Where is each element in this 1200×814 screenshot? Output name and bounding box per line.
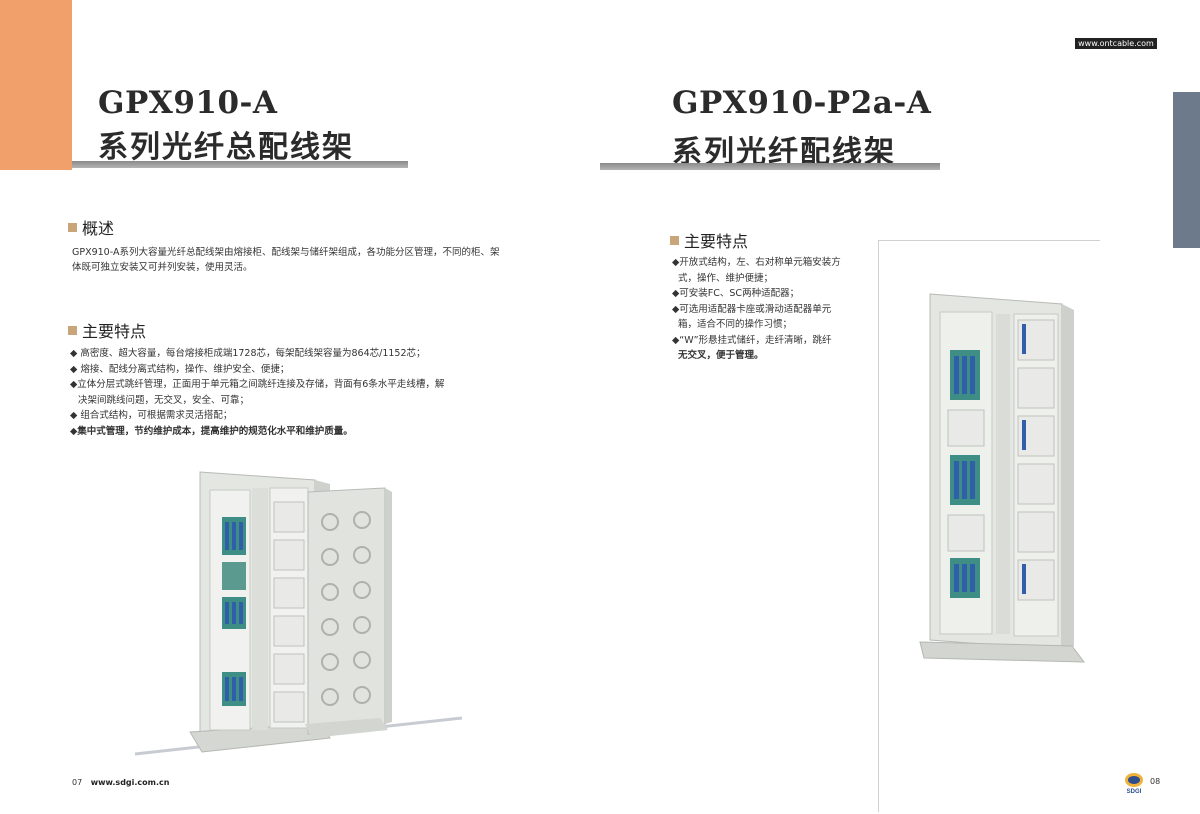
sdgi-logo: SDGI	[1122, 772, 1146, 796]
feature-item: 决架间跳线问题，无交叉，安全、可靠；	[78, 394, 250, 406]
feature-item: ◆立体分层式跳纤管理，正面用于单元箱之间跳纤连接及存储，背面有6条水平走线槽，解	[70, 379, 445, 390]
left-features-heading: 主要特点	[68, 318, 146, 342]
orange-accent-block	[0, 0, 72, 170]
left-footer: 07 www.sdgi.com.cn	[72, 778, 169, 787]
left-page-number: 07	[72, 778, 83, 787]
heading-square-icon	[670, 235, 679, 245]
left-overview-text: GPX910-A系列大容量光纤总配线架由熔接柜、配线架与储纤架组成，各功能分区管…	[72, 247, 500, 273]
left-product-image	[134, 471, 463, 756]
feature-item: ◆开放式结构，左、右对称单元箱安装方	[672, 257, 841, 268]
feature-item: ◆可安装FC、SC两种适配器；	[672, 288, 800, 299]
feature-item: 式，操作、维护便捷；	[678, 272, 774, 284]
feature-item: 箱，适合不同的操作习惯；	[678, 319, 793, 330]
right-features-heading: 主要特点	[670, 228, 748, 252]
right-model-title: GPX910-P2a-A	[672, 85, 932, 121]
heading-square-icon	[68, 222, 77, 232]
right-product-image	[919, 293, 1086, 663]
left-website: www.sdgi.com.cn	[90, 778, 170, 787]
logo-text: SDGI	[1127, 789, 1142, 795]
left-subtitle: 系列光纤总配线架	[98, 130, 354, 165]
feature-item: ◆ 组合式结构，可根据需求灵活搭配；	[70, 410, 233, 421]
feature-item: ◆“W”形悬挂式储纤，走纤清晰，跳纤	[672, 334, 832, 346]
left-title-rule	[72, 161, 408, 168]
image-frame-top	[878, 240, 1100, 241]
heading-square-icon	[68, 325, 77, 335]
feature-item: ◆集中式管理，节约维护成本，提高维护的规范化水平和维护质量。	[70, 425, 353, 437]
features-heading-text: 主要特点	[82, 322, 147, 341]
right-page-number: 08	[1150, 777, 1161, 786]
right-title-rule	[600, 163, 940, 170]
left-features-list: ◆ 高密度、超大容量，每台熔接柜成端1728芯，每架配线架容量为864芯/115…	[70, 346, 444, 439]
site-badge: www.ontcable.com	[1075, 38, 1157, 49]
left-model-title: GPX910-A	[98, 85, 278, 121]
overview-heading-text: 概述	[82, 219, 115, 238]
feature-item: 无交叉，便于管理。	[678, 350, 764, 361]
feature-item: ◆ 熔接、配线分离式结构，操作、维护安全、便捷；	[70, 363, 290, 375]
left-overview-heading: 概述	[68, 215, 114, 239]
features-heading-text: 主要特点	[684, 232, 749, 251]
page-edge-tab	[1173, 92, 1200, 248]
feature-item: ◆可选用适配器卡座或滑动适配器单元	[672, 303, 832, 315]
right-features-list: ◆开放式结构，左、右对称单元箱安装方 式，操作、维护便捷； ◆可安装FC、SC两…	[672, 255, 841, 364]
feature-item: ◆ 高密度、超大容量，每台熔接柜成端1728芯，每架配线架容量为864芯/115…	[70, 348, 426, 359]
image-frame-left	[878, 240, 879, 812]
